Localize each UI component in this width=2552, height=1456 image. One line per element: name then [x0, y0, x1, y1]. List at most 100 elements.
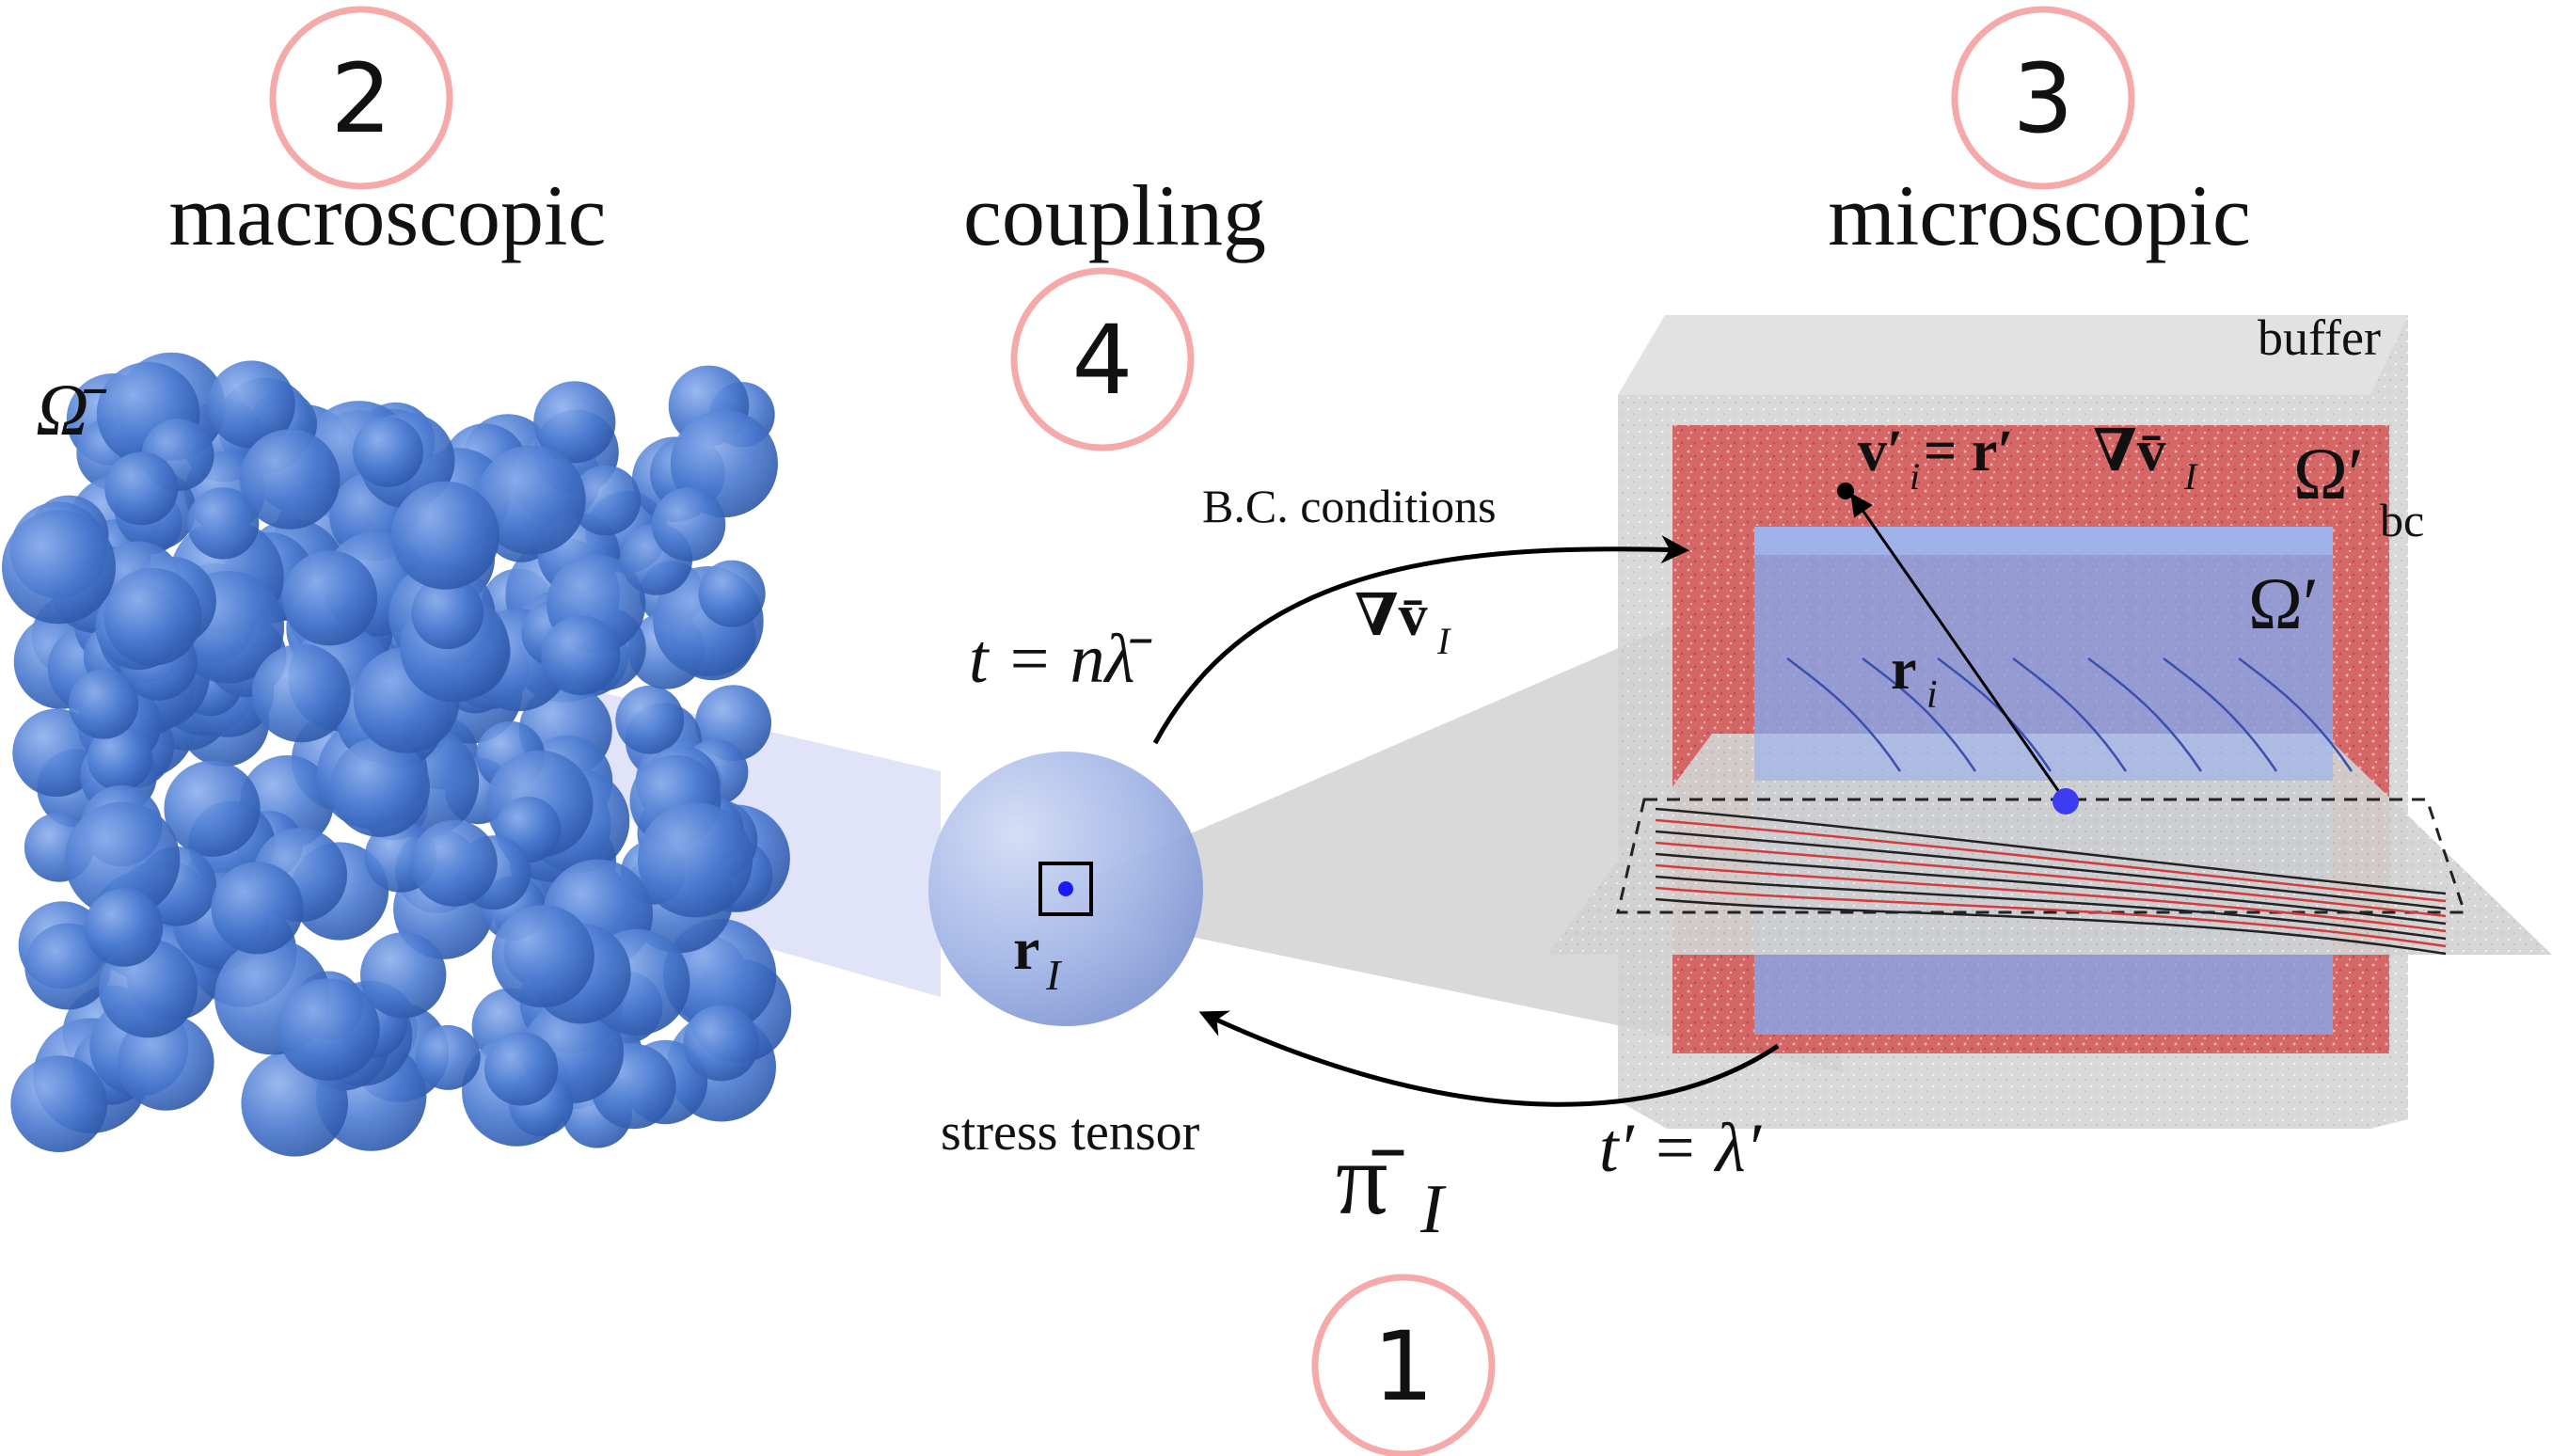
streamline [1655, 818, 2447, 903]
particle-ball [615, 685, 685, 754]
streamlines [1655, 657, 2447, 956]
header-coupling: coupling [963, 167, 1266, 263]
buffer-label: buffer [2258, 309, 2381, 366]
svg-text:I: I [1436, 620, 1451, 662]
particle-ball [491, 905, 594, 1008]
macroscopic-particle-cube [2, 352, 792, 1157]
svg-text:I: I [1419, 1171, 1447, 1248]
particle-ball [698, 560, 766, 627]
integration-point-box [1038, 862, 1093, 916]
velocity-gradient-label: ∇v̄ I [1355, 584, 1451, 662]
svg-text:bc: bc [2380, 494, 2424, 546]
position-vector-label: r i [1891, 638, 1938, 717]
step-3-marker: 3 [1951, 6, 2135, 190]
streamline [1937, 657, 2053, 772]
particle-ball [207, 360, 295, 449]
integration-point-sphere: r I [928, 752, 1203, 1026]
particle-ball [118, 1014, 214, 1111]
streamline [1655, 886, 2447, 948]
particle-ball [651, 487, 726, 562]
particle-ball [186, 487, 260, 560]
step-4-marker: 4 [1010, 267, 1195, 451]
svg-text:I: I [2183, 455, 2198, 498]
particle-ball [476, 445, 586, 555]
particle-ball [360, 932, 447, 1019]
particle-ball [483, 1032, 559, 1106]
particle-ball [683, 1005, 760, 1082]
step-2-marker: 2 [269, 6, 453, 190]
particle-ball [533, 381, 616, 464]
svg-text:r: r [1013, 915, 1039, 982]
svg-text:∇v̄: ∇v̄ [2093, 419, 2166, 483]
streamline [2012, 657, 2128, 772]
particle-ball [638, 802, 753, 918]
streamline [1862, 657, 1977, 772]
svg-text:π̄: π̄ [1336, 1121, 1404, 1236]
streamline [1786, 657, 1902, 772]
svg-text:i: i [1926, 673, 1938, 717]
streamline [1655, 897, 2447, 956]
particle-ball [410, 819, 498, 907]
streamline [1655, 841, 2447, 918]
svg-text:∇v̄: ∇v̄ [1355, 584, 1428, 648]
particle-ball [2, 510, 116, 625]
particle-ball [240, 429, 341, 530]
microscopic-box [1547, 315, 2552, 1129]
micro-time-label: t′ = λ′ [1599, 1110, 1763, 1187]
svg-text:r: r [1891, 638, 1917, 702]
streamline [1655, 852, 2447, 926]
step-3-number: 3 [2013, 43, 2074, 155]
header-microscopic: microscopic [1828, 167, 2251, 263]
streamline [2163, 657, 2278, 772]
streamline [1655, 807, 2447, 895]
streamline [1655, 830, 2447, 910]
stress-tensor-label: stress tensor [941, 1103, 1200, 1162]
center-point [2053, 788, 2079, 815]
svg-text:Ω′: Ω′ [2293, 433, 2364, 514]
bc-transfer-arrow [1152, 535, 1689, 745]
particle-ball [570, 465, 642, 536]
stress-transfer-arrow [1198, 1010, 1780, 1107]
omega-prime-label: Ω′ [2248, 562, 2319, 644]
particle-ball [391, 481, 499, 590]
macro-time-label: t = nλ̄ [969, 621, 1153, 698]
bc-conditions-label: B.C. conditions [1202, 480, 1497, 532]
particle-ball [64, 801, 181, 918]
particle-ball [87, 725, 153, 791]
particle-ball [84, 888, 164, 967]
svg-text:i: i [1910, 455, 1920, 498]
particle-ball [103, 567, 202, 666]
step-4-number: 4 [1072, 305, 1133, 417]
particle-ball [164, 760, 261, 857]
svg-text:v′: v′ [1858, 419, 1903, 483]
particle-ball [211, 862, 304, 955]
step-2-number: 2 [331, 43, 392, 155]
particle-ball [104, 451, 179, 526]
particle-ball [353, 417, 423, 487]
streamline [2087, 657, 2203, 772]
particle-ball [277, 978, 380, 1081]
omega-bc-label: Ω′ bc [2293, 433, 2424, 546]
svg-text:I: I [1045, 951, 1063, 999]
particle-ball [10, 1055, 108, 1152]
stress-symbol-label: π̄ I [1336, 1121, 1447, 1248]
particle-ball [411, 577, 484, 650]
particle-ball [68, 669, 139, 739]
particle-ball [251, 643, 351, 743]
header-macroscopic: macroscopic [169, 167, 607, 263]
streamline [1655, 875, 2447, 941]
streamline [2238, 657, 2354, 772]
svg-text:= r′: = r′ [1924, 419, 2014, 483]
integration-point-dot [1058, 881, 1073, 896]
velocity-equation: v′ i = r′ ∇v̄ I [1858, 419, 2198, 498]
position-vector-arrow [1850, 493, 2068, 802]
step-1-marker: 1 [1311, 1274, 1496, 1456]
particle-ball [541, 615, 621, 695]
streamline [1655, 863, 2447, 933]
particle-ball [330, 737, 430, 837]
particle-point [1837, 483, 1854, 499]
particle-ball [415, 1024, 481, 1090]
particle-ball [282, 550, 378, 646]
step-1-number: 1 [1373, 1311, 1435, 1423]
